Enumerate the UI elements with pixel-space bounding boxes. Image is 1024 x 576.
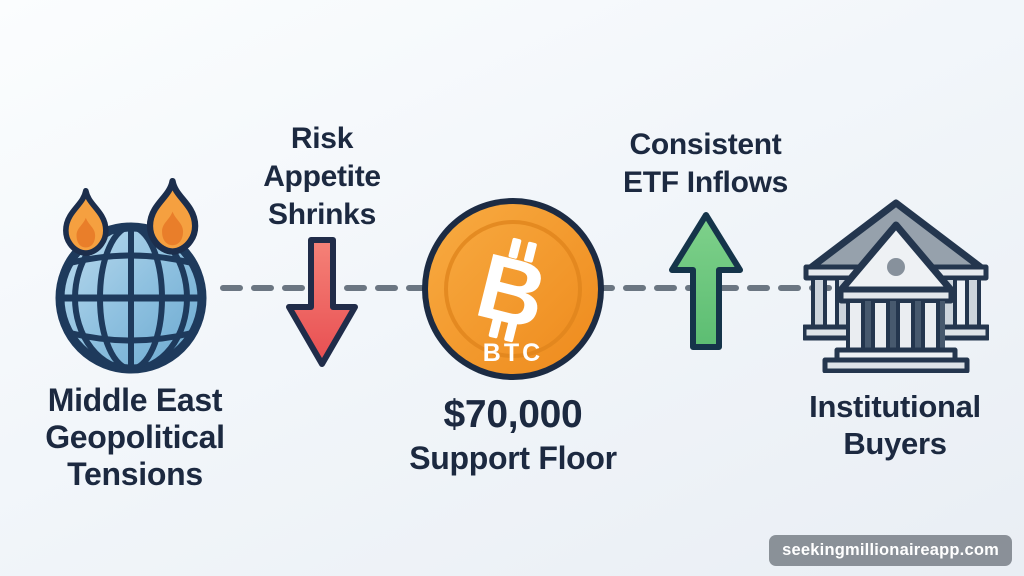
label-line: Geopolitical [45,419,225,455]
coin-ticker: BTC [483,339,543,367]
globe-fire-icon [55,178,207,374]
middle-east-label: Middle East Geopolitical Tensions [20,382,250,493]
pediment-window [887,258,905,276]
label-line: Consistent [629,128,782,161]
flame-icon [146,178,199,255]
bitcoin-coin-icon: B BTC [422,198,604,380]
institutional-buyers-label: Institutional Buyers [780,388,1010,462]
label-line: Buyers [843,426,947,461]
label-line: Middle East [47,382,223,418]
label-line: ETF Inflows [622,166,789,199]
price-text: $70,000 [443,393,583,436]
label-line: Tensions [67,456,203,492]
label-line: Institutional [809,389,981,424]
label-line: Risk [290,122,354,155]
label-line: Shrinks [268,198,376,231]
support-floor-label: $70,000 Support Floor [388,392,638,478]
etf-inflows-label: Consistent ETF Inflows [598,126,813,202]
price-caption: Support Floor [409,440,617,476]
arrow-up-icon [669,212,743,350]
label-line: Appetite [263,160,381,193]
watermark-badge: seekingmillionaireapp.com [769,535,1012,566]
bank-icon [803,199,989,373]
flame-icon [63,188,109,256]
risk-appetite-label: Risk Appetite Shrinks [232,120,412,234]
arrow-down-icon [286,237,358,367]
